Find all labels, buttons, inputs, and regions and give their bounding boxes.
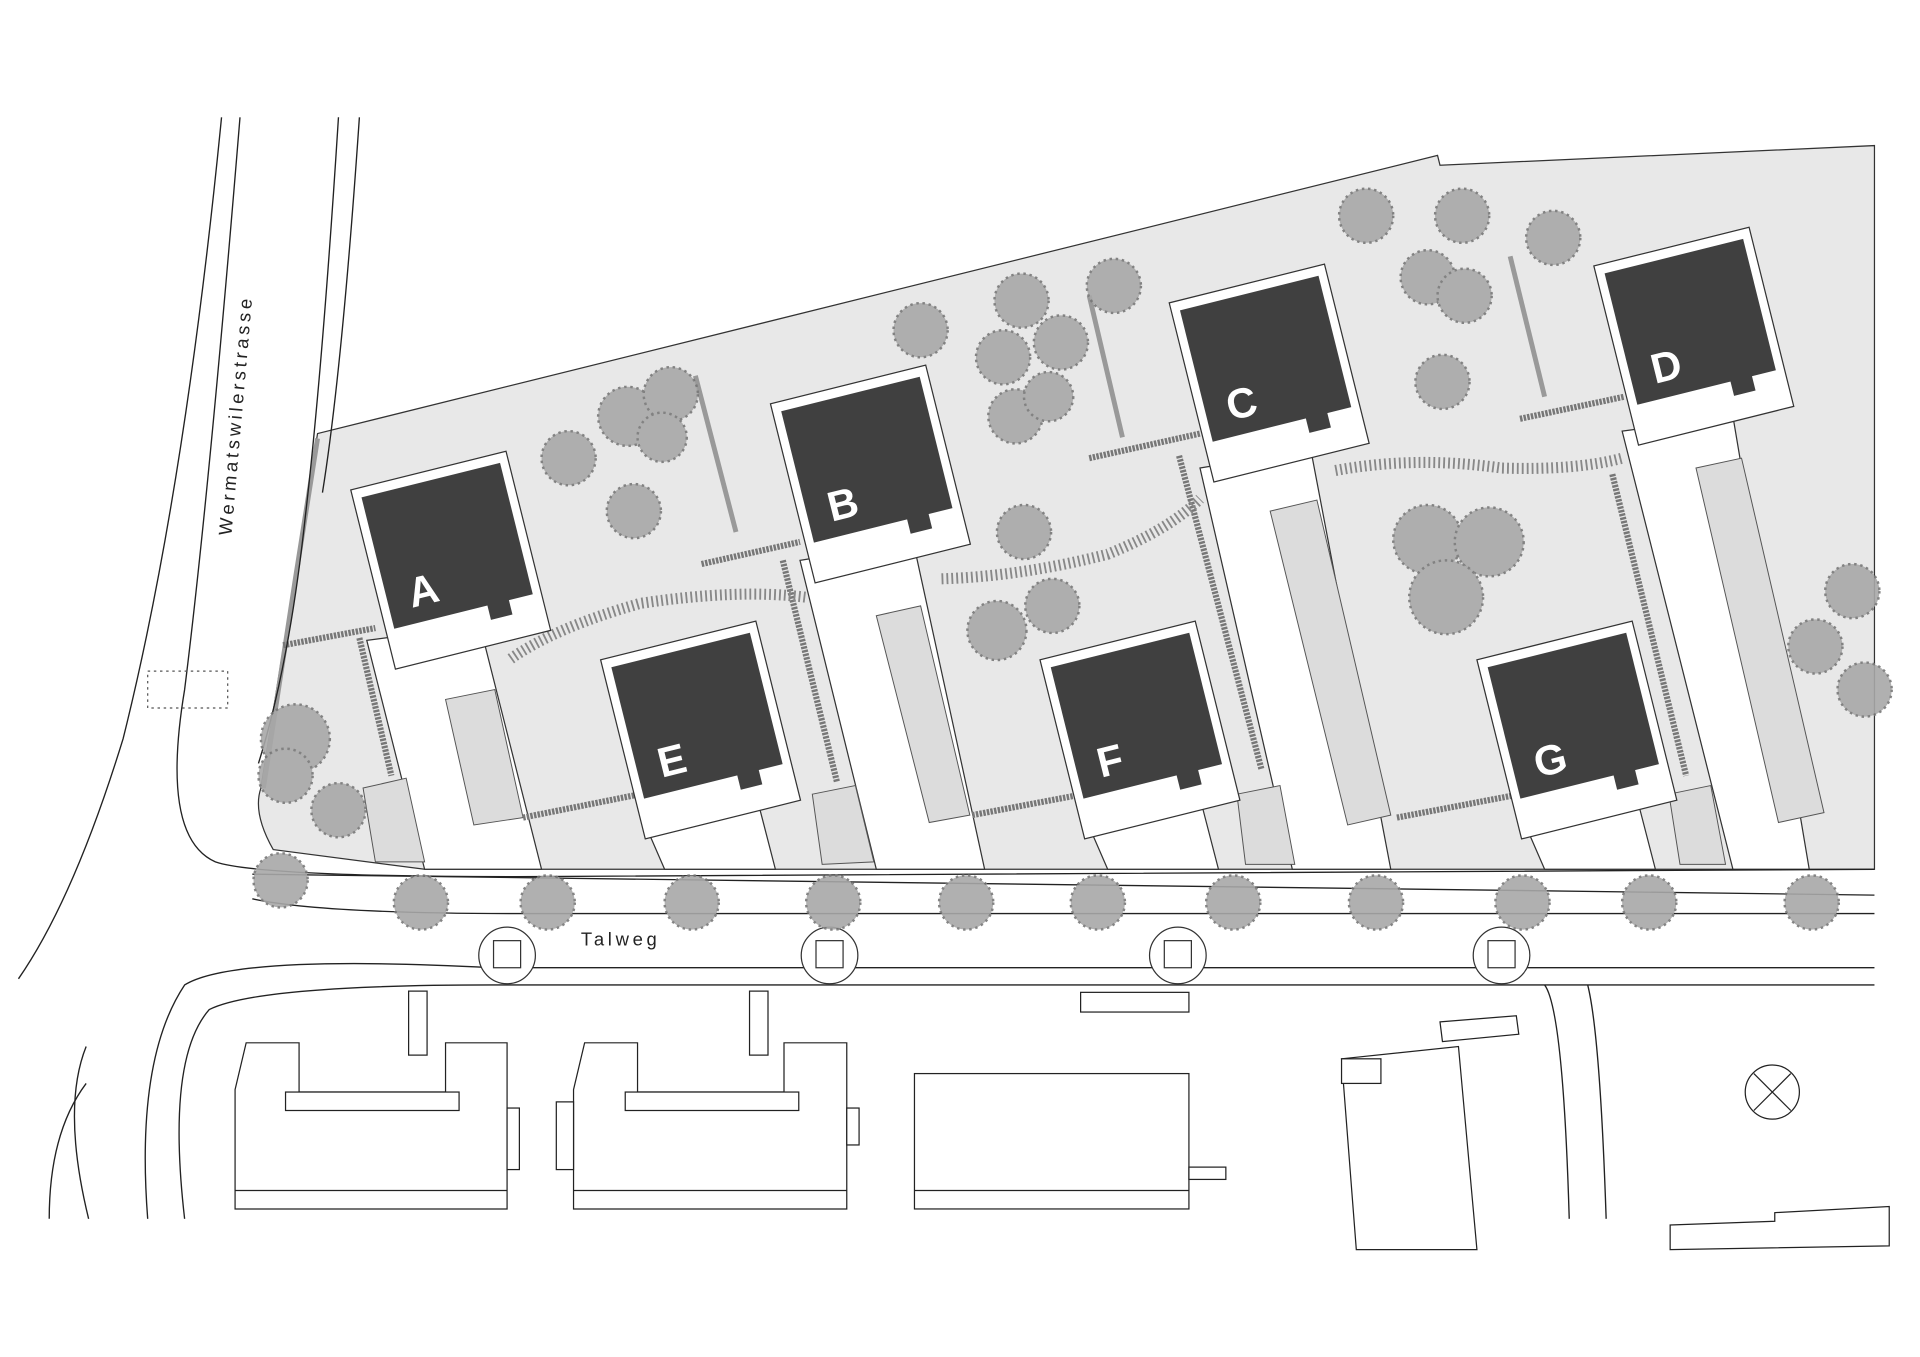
- building-a: A: [350, 450, 552, 670]
- crosswalk: [147, 670, 229, 709]
- hedges: [282, 393, 1690, 821]
- street-lamps: [478, 926, 1531, 985]
- building-b: B: [769, 364, 972, 584]
- buildings: A B C D E F: [350, 226, 1795, 840]
- building-d: D: [1593, 226, 1795, 446]
- building-g: G: [1476, 620, 1678, 840]
- footpaths: [507, 452, 1624, 664]
- neighbour-buildings: [234, 990, 1890, 1251]
- street-label-wermatswilerstrasse: Wermatswilerstrasse: [214, 294, 256, 536]
- roads: [17, 117, 1875, 1219]
- building-c: C: [1168, 263, 1370, 483]
- building-e: E: [599, 620, 802, 840]
- walls: [693, 255, 1548, 533]
- building-f: F: [1039, 620, 1241, 840]
- parking-strips: [362, 457, 1825, 865]
- street-label-talweg: Talweg: [581, 929, 661, 950]
- trees: [252, 187, 1893, 931]
